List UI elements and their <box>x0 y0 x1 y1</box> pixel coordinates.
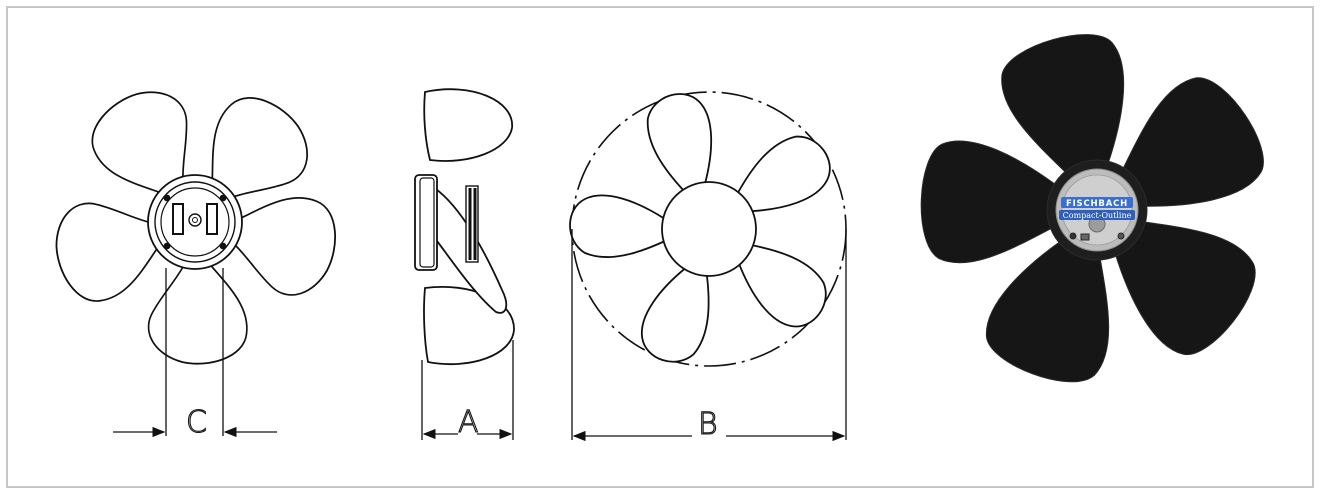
fan-photo: FISCHBACH Compact-Outline <box>911 27 1277 401</box>
brand-text: FISCHBACH <box>1066 199 1128 209</box>
model-text: Compact-Outline <box>1063 211 1132 220</box>
dimension-a <box>421 340 514 440</box>
dimension-b <box>571 229 847 442</box>
dimension-label-a: A <box>458 405 479 440</box>
fan-side-view <box>414 88 515 366</box>
dimension-label-b: B <box>698 407 718 442</box>
fan-rear-view <box>45 75 347 365</box>
fan-front-view <box>569 85 847 371</box>
dimension-label-c: C <box>186 405 207 440</box>
model-badge <box>1059 210 1135 220</box>
brand-badge <box>1061 197 1133 208</box>
dimension-c <box>113 268 277 438</box>
